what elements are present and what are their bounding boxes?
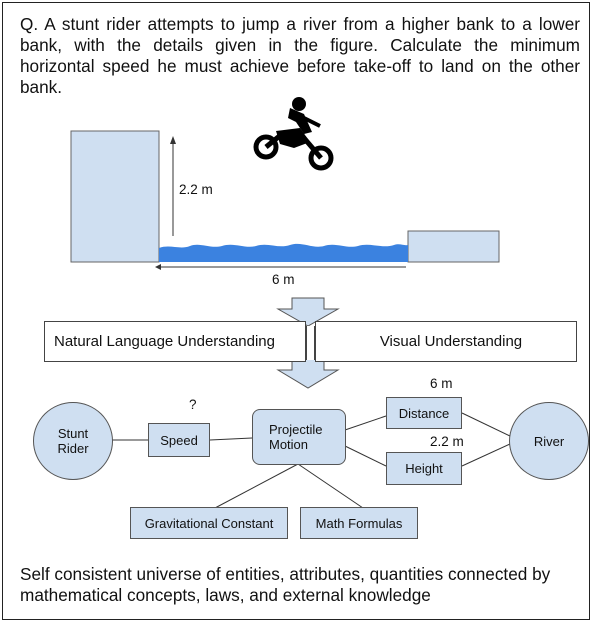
bar-connector (306, 326, 315, 360)
nlu-label: Natural Language Understanding (54, 333, 275, 350)
width-label: 6 m (272, 272, 295, 287)
height-label-node: Height (405, 461, 443, 476)
projectile-motion-node: Projectile Motion (252, 409, 346, 465)
distance-value: 6 m (430, 376, 453, 391)
distance-label: Distance (398, 405, 450, 421)
visual-understanding-box: Visual Understanding (315, 321, 577, 362)
down-arrow-top (276, 297, 340, 327)
math-formulas-label: Math Formulas (315, 515, 403, 531)
speed-label: Speed (160, 432, 198, 448)
lower-bank (407, 230, 500, 263)
higher-bank (70, 130, 160, 263)
gravitational-constant-label: Gravitational Constant (144, 515, 274, 531)
question-text: Q. A stunt rider attempts to jump a rive… (20, 14, 580, 97)
river-node: River (509, 402, 589, 480)
down-arrow-bottom (276, 357, 340, 389)
river-label: River (533, 433, 565, 449)
motorcycle-icon (253, 88, 337, 180)
speed-node: Speed (148, 423, 210, 457)
unknown-mark: ? (189, 397, 197, 412)
gravitational-constant-node: Gravitational Constant (130, 507, 288, 539)
visual-label: Visual Understanding (379, 333, 523, 350)
stunt-rider-label: Stunt Rider (57, 426, 89, 456)
height-node: Height (386, 452, 462, 485)
stunt-rider-node: Stunt Rider (33, 402, 113, 480)
natural-language-understanding-box: Natural Language Understanding (44, 321, 306, 362)
height-value: 2.2 m (430, 434, 464, 449)
footer-text: Self consistent universe of entities, at… (20, 564, 551, 605)
distance-node: Distance (386, 397, 462, 429)
height-label: 2.2 m (179, 182, 213, 197)
projectile-motion-label: Projectile Motion (269, 422, 323, 452)
river (159, 243, 408, 262)
math-formulas-node: Math Formulas (300, 507, 418, 539)
